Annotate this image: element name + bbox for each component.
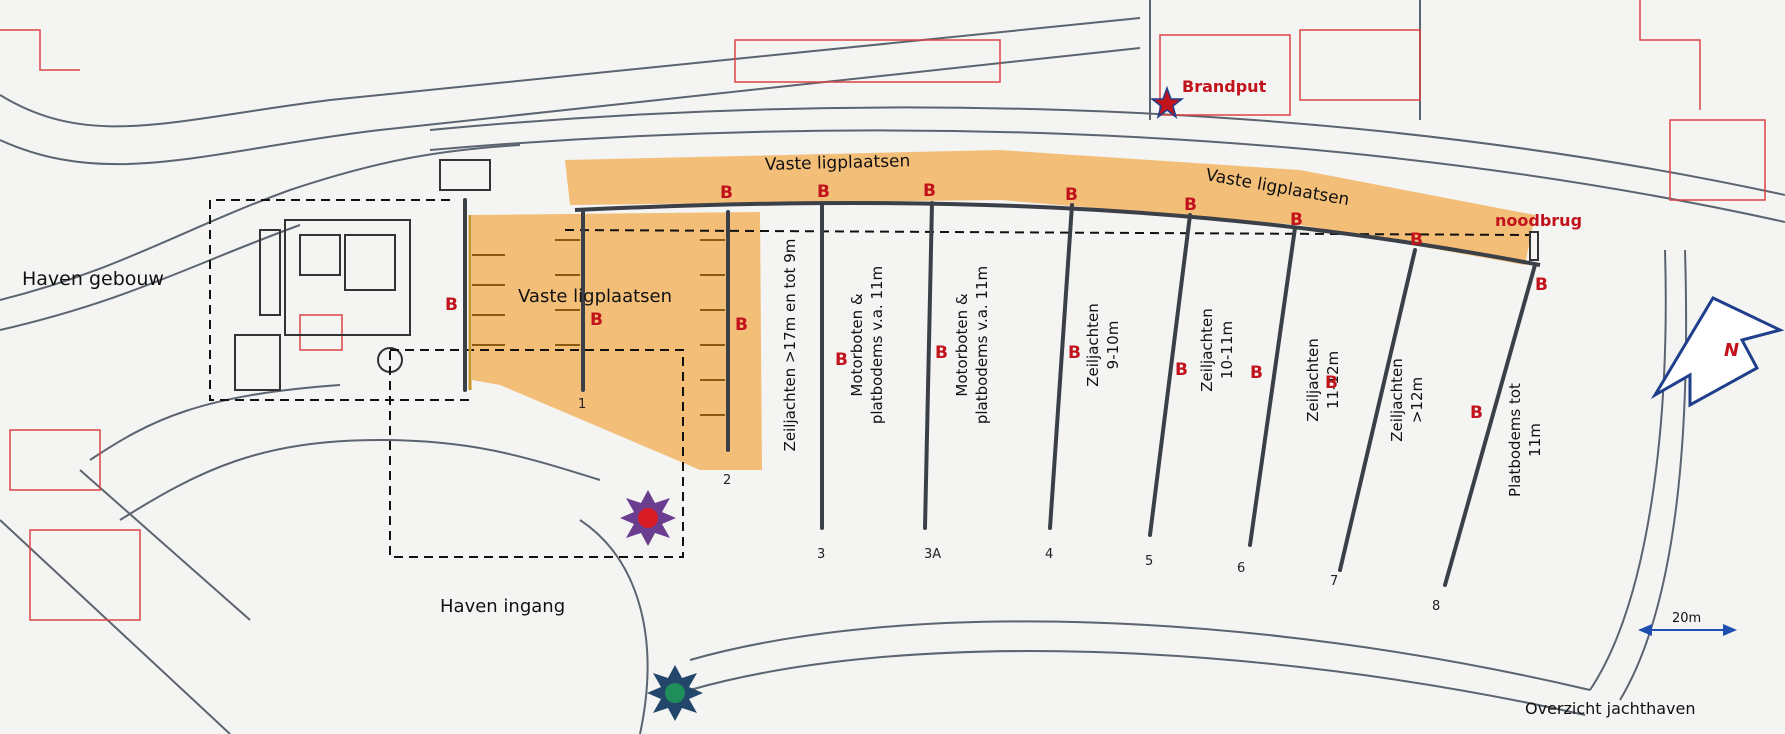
pier-label-4-line2: 9-10m [1104,321,1122,370]
scale-bar: 20m [1638,611,1737,636]
pier-number-2: 2 [723,473,731,488]
berth-zone-top [565,150,1535,265]
fixed-berths-label-top: Vaste ligplaatsen [765,151,911,175]
pier-label-7: Zeiljachten >12m [1388,358,1426,442]
pier-label-3: Zeiljachten >17m en tot 9m [781,239,799,452]
berth-marker: B [1290,210,1303,230]
north-arrow-icon: N [1650,296,1785,408]
emergency-bridge-label: noodbrug [1495,211,1582,230]
red-entrance-light-icon [620,490,676,546]
pier-label-7-line2: >12m [1408,377,1426,423]
dashed-zones [209,199,1531,558]
pier-label-5: Zeiljachten 10-11m [1198,308,1236,392]
berth-marker: B [590,310,603,330]
pier-number-5: 5 [1145,554,1153,569]
pier-label-7-line1: Zeiljachten [1388,358,1406,442]
pier-label-5-line2: 10-11m [1218,321,1236,379]
fire-hydrant-label: Brandput [1182,77,1267,96]
building-outlines [0,0,1766,621]
fixed-berths-label-basin: Vaste ligplaatsen [518,286,672,307]
harbour-building [234,159,491,391]
pier-label-6-line1: Zeiljachten [1304,338,1322,422]
berth-marker: B [1068,343,1081,363]
harbour-building-label: Haven gebouw [22,268,164,290]
pier-number-4: 4 [1045,547,1053,562]
scale-label: 20m [1672,611,1701,626]
pier-8 [1443,263,1537,587]
pier-label-8: Platbodems tot 11m [1506,383,1544,497]
green-entrance-light-icon [647,665,703,721]
pier-4 [1048,203,1074,530]
berth-marker: B [923,181,936,201]
north-label: N [1724,340,1739,361]
pier-number-6: 6 [1237,561,1245,576]
berth-marker: B [835,350,848,370]
pier-6 [1248,226,1297,547]
berth-marker: B [1535,275,1548,295]
pier-label-5-line1: Zeiljachten [1198,308,1216,392]
berth-marker: B [720,183,733,203]
fire-hydrant-star-icon [1149,85,1185,119]
pier-5 [1148,213,1192,537]
pier-7 [1338,248,1417,572]
pier-label-3-line1: Zeiljachten >17m en tot 9m [781,239,799,452]
pier-number-1: 1 [578,397,586,412]
pier-label-8-line1: Platbodems tot [1506,383,1524,497]
berth-marker: B [1325,373,1338,393]
berth-marker: B [935,343,948,363]
harbour-entrance-label: Haven ingang [440,596,565,617]
pier-label-3a-left-line2: platbodems v.a. 11m [868,266,886,424]
berth-marker: B [1184,195,1197,215]
berth-marker: B [1250,363,1263,383]
pier-label-3a-right: Motorboten & platbodems v.a. 11m [953,266,991,424]
berth-marker: B [1470,403,1483,423]
overview-caption: Overzicht jachthaven [1525,699,1695,718]
berth-marker: B [445,295,458,315]
pier-number-7: 7 [1330,574,1338,589]
fixed-berth-zones [472,150,1535,470]
pier-label-8-line2: 11m [1526,423,1544,457]
pier-label-6: Zeiljachten 11-12m [1304,338,1342,422]
main-quay [463,198,1541,392]
pier-label-3a-left: Motorboten & platbodems v.a. 11m [848,266,886,424]
berth-marker: B [735,315,748,335]
berth-fingers [472,239,725,416]
pier-number-3: 3 [817,547,825,562]
berth-marker: B [817,182,830,202]
pier-number-8: 8 [1432,599,1440,614]
berth-marker: B [1410,230,1423,250]
berth-marker: B [1175,360,1188,380]
berth-zone-basin [472,212,762,470]
pier-number-3a: 3A [924,547,941,562]
pier-label-3a-right-line1: Motorboten & [953,293,971,396]
pier-label-4-line1: Zeiljachten [1084,303,1102,387]
berth-markers: B B B B B B B B B B B B B B B B B B [445,181,1548,423]
berth-marker: B [1065,185,1078,205]
pier-3a [923,201,934,530]
emergency-bridge-icon [1529,231,1539,261]
pier-label-6-line2: 11-12m [1324,351,1342,409]
pier-label-3a-right-line2: platbodems v.a. 11m [973,266,991,424]
pier-label-4: Zeiljachten 9-10m [1084,303,1122,387]
pier-label-3a-left-line1: Motorboten & [848,293,866,396]
